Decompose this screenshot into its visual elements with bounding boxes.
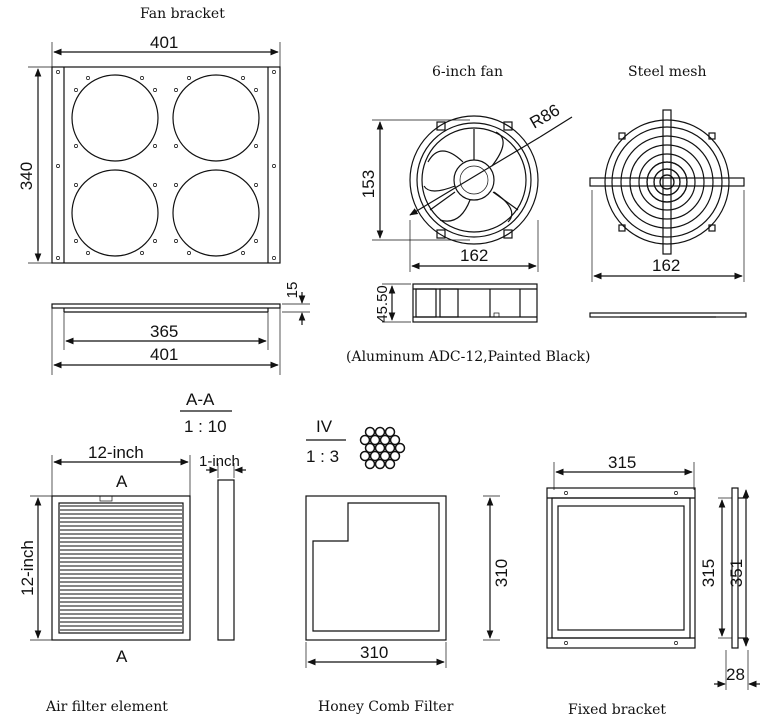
honeycomb-height-dim: 310 (492, 559, 511, 587)
honeycomb-filter: IV 1 : 3 310 310 Honey Comb Filter (305, 417, 511, 715)
mesh-width-dim: 162 (652, 256, 680, 275)
air-filter-front: 12-inch A 12-inch A Air filter element (18, 443, 191, 715)
fan-bracket-caption: Fan bracket (140, 6, 225, 22)
air-filter-height-dim: 12-inch (18, 540, 37, 596)
detail-scale: 1 : 3 (306, 447, 339, 466)
section-scale: 1 : 10 (184, 417, 227, 436)
honeycomb-caption: Honey Comb Filter (318, 699, 454, 715)
fixed-bracket-width-dim: 315 (608, 453, 636, 472)
fan-hole (71, 74, 159, 162)
fan-hole (172, 169, 260, 257)
section-title: A-A (186, 390, 215, 409)
air-filter-width-dim: 12-inch (88, 443, 144, 462)
honeycomb-detail-icon (359, 426, 406, 470)
honeycomb-width-dim: 310 (360, 643, 388, 662)
fan-depth-dim: 45.50 (374, 285, 391, 323)
fixed-bracket-front: 315 Fixed bracket (546, 453, 696, 718)
six-inch-fan-side: 45.50 (374, 283, 538, 323)
air-filter-caption: Air filter element (45, 699, 168, 715)
fan-radius-dim: R86 (527, 100, 564, 132)
fan-bracket-depth-dim: 15 (284, 282, 301, 299)
steel-mesh-front: Steel mesh 162 (589, 64, 745, 282)
fan-bracket-inner-width-dim: 365 (150, 322, 178, 341)
fan-hole (71, 169, 159, 257)
air-filter-thickness-dim: 1-inch (199, 453, 240, 470)
fixed-bracket-depth-dim: 28 (726, 665, 745, 684)
fan-bracket-height-dim: 340 (17, 162, 36, 190)
fixed-bracket-side: 315 351 28 (699, 487, 760, 690)
fan-hole (172, 74, 260, 162)
fan-bracket-side-view: 15 365 401 (51, 282, 310, 375)
fan-bracket-width-dim: 401 (150, 33, 178, 52)
steel-mesh-caption: Steel mesh (628, 64, 706, 80)
material-note: (Aluminum ADC-12,Painted Black) (346, 349, 590, 365)
six-inch-fan-caption: 6-inch fan (432, 64, 503, 80)
fan-bracket-top-view: Fan bracket 401 340 (17, 6, 281, 264)
section-a-a: A-A 1 : 10 1-inch (180, 390, 246, 641)
fan-bracket-outer-width-dim: 401 (150, 345, 178, 364)
section-mark-bottom: A (116, 647, 128, 666)
steel-mesh-side (589, 312, 747, 318)
six-inch-fan-front: 6-inch fan R86 153 (359, 64, 573, 272)
fan-width-dim: 162 (460, 246, 488, 265)
fan-height-dim: 153 (359, 170, 378, 198)
fixed-bracket-height-dim: 315 (699, 559, 718, 587)
section-mark-top: A (116, 472, 128, 491)
detail-title: IV (316, 417, 333, 436)
fixed-bracket-outer-height-dim: 351 (727, 559, 746, 587)
fixed-bracket-caption: Fixed bracket (568, 702, 666, 718)
